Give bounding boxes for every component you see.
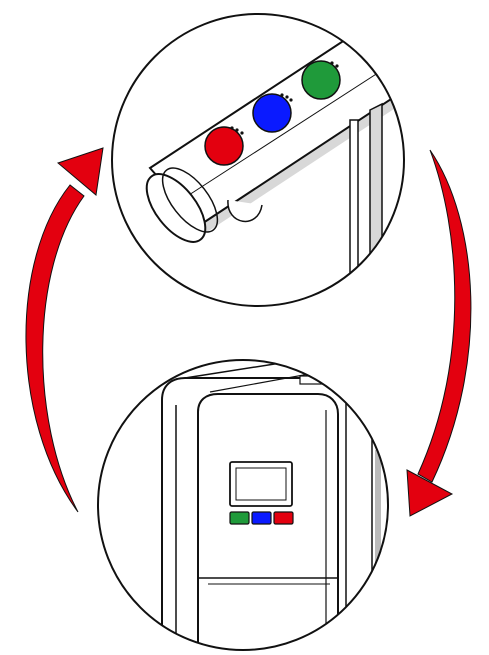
faucet-button-red	[204, 126, 244, 166]
right-arrow-head	[406, 469, 454, 517]
faucet-stem-shade	[369, 102, 383, 306]
left-arrow-head	[56, 147, 104, 196]
panel-button-green	[229, 511, 250, 525]
cabinet-top	[184, 360, 360, 379]
panel-button-red	[273, 511, 294, 525]
faucet-button-green	[301, 60, 341, 100]
faucet-edge-line	[174, 59, 399, 205]
panel-button-blue	[251, 511, 272, 525]
unit-front-panel	[97, 359, 389, 651]
left-arrow	[25, 147, 104, 513]
right-arrow-body	[417, 149, 472, 483]
unit-circle-frame	[97, 359, 389, 651]
right-arrow	[406, 149, 472, 517]
faucet-circle-frame	[111, 13, 405, 307]
faucet-stem	[349, 119, 359, 306]
faucet-button-blue	[252, 93, 293, 133]
faucet-nozzle	[227, 199, 263, 222]
faucet-closeup	[111, 13, 405, 307]
display-screen	[229, 461, 293, 507]
cabinet-outline	[161, 377, 320, 650]
faucet-end-ring	[161, 167, 219, 233]
left-arrow-body	[25, 184, 85, 513]
